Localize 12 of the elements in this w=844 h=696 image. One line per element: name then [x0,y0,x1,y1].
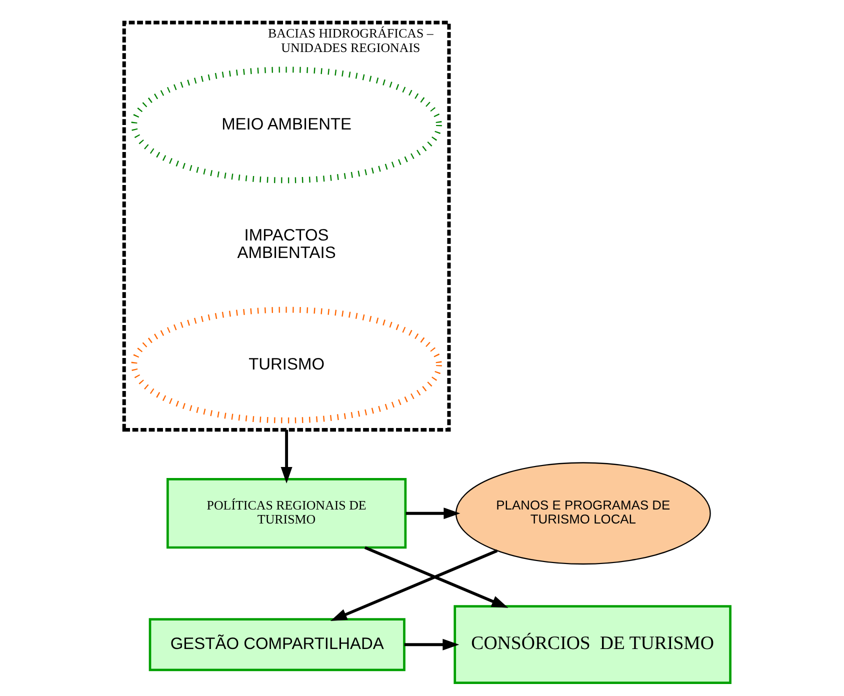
arrow [405,508,460,520]
node-ellipse: MEIO AMBIENTE [130,66,442,184]
arrow [280,430,292,484]
arrow [330,549,498,621]
node-box: GESTÃO COMPARTILHADA [148,618,405,672]
node-box: POLÍTICAS REGIONAIS DE TURISMO [166,478,406,549]
label: IMPACTOS AMBIENTAIS [236,226,336,262]
arrow [364,546,508,608]
node-box: CONSÓRCIOS DE TURISMO [453,605,731,684]
node-ellipse: TURISMO [130,306,442,424]
node-ellipse: PLANOS E PROGRAMAS DE TURISMO LOCAL [454,462,710,565]
arrow [404,638,459,650]
